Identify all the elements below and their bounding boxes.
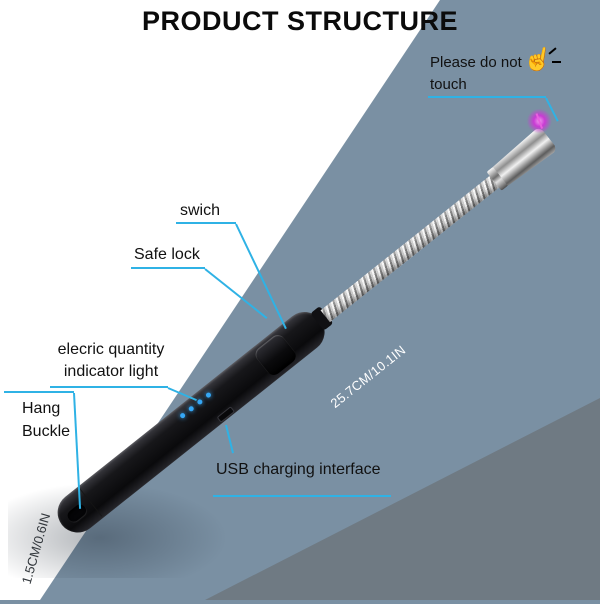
- callout-safe-lock: Safe lock: [134, 246, 200, 263]
- battery-indicator-led: [179, 412, 187, 420]
- touch-motion-line-icon: [552, 61, 561, 63]
- flexible-metal-neck: [320, 174, 501, 323]
- callout-indicator-light: elecric quantity indicator light: [57, 341, 165, 381]
- usb-charging-port: [216, 406, 236, 423]
- leader-underline-touch: [428, 96, 546, 98]
- battery-indicator-led: [187, 405, 195, 413]
- page-title: PRODUCT STRUCTURE: [142, 6, 458, 36]
- leader-underline-switch: [176, 222, 236, 224]
- battery-indicator-led: [204, 391, 212, 399]
- leader-underline-hang-buckle: [4, 391, 74, 393]
- length-dimension-label: 25.7CM/10.1IN: [327, 342, 409, 411]
- battery-indicator-led: [196, 398, 204, 406]
- leader-underline-safe-lock: [131, 267, 205, 269]
- hang-buckle-hole: [65, 502, 89, 525]
- callout-do-not-touch: Please do not touch: [430, 54, 522, 93]
- callout-hang-buckle: Hang Buckle: [22, 400, 71, 441]
- callout-usb-interface: USB charging interface: [216, 461, 381, 478]
- callout-switch: swich: [180, 202, 221, 219]
- leader-underline-usb: [213, 495, 391, 497]
- ignition-switch-button: [252, 331, 299, 379]
- leader-underline-indicator: [50, 386, 168, 388]
- leader-connector-usb: [225, 424, 234, 454]
- touch-hand-icon: ☝: [522, 43, 555, 75]
